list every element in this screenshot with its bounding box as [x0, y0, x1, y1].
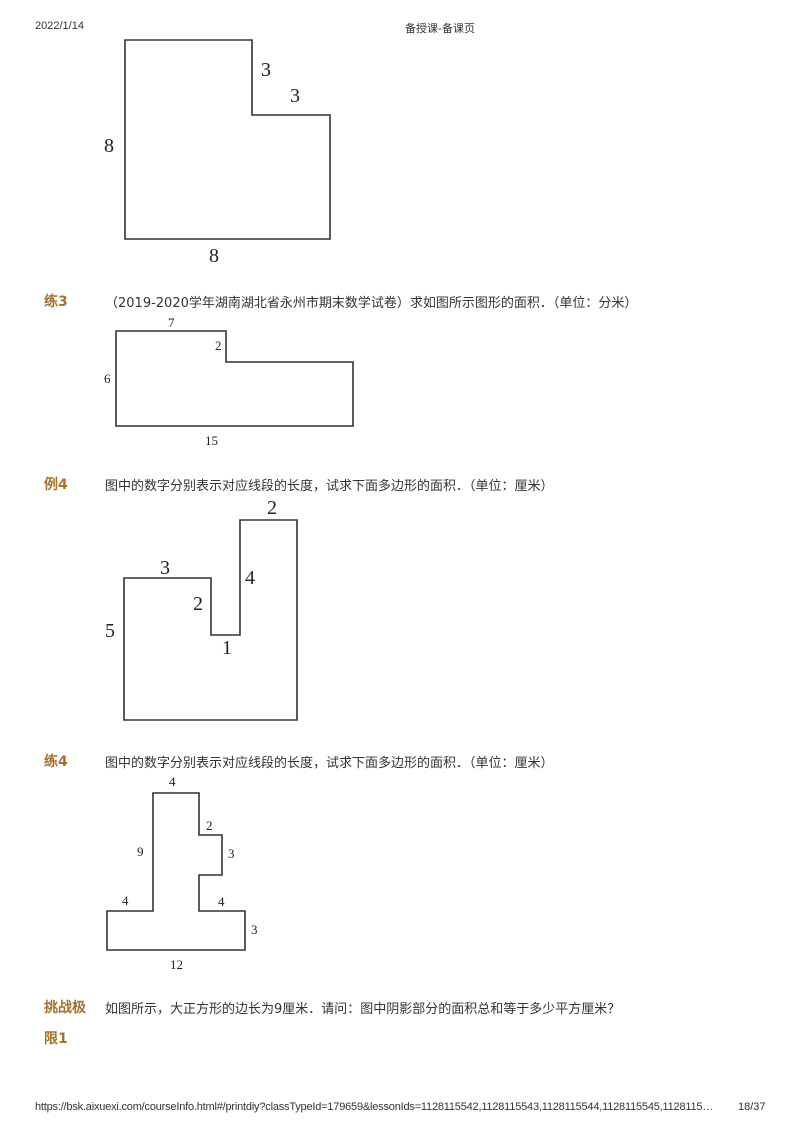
label-base-left: 4 — [122, 893, 129, 908]
label-stem: 9 — [137, 844, 144, 859]
challenge-tag: 挑战极 — [44, 1000, 86, 1016]
example4-tag: 例4 — [44, 477, 68, 493]
footer-page-number: 18/37 — [738, 1101, 766, 1113]
label-bottom: 15 — [205, 433, 218, 448]
label-base-side: 3 — [251, 922, 258, 937]
label-notch-vertical: 3 — [261, 59, 271, 81]
label-left: 8 — [104, 135, 114, 157]
label-left: 5 — [105, 620, 115, 642]
label-base-right: 4 — [218, 894, 225, 909]
header-title: 备授课-备课页 — [405, 22, 475, 35]
label-tab-side: 3 — [228, 846, 235, 861]
figure-l-shape: 8 8 3 3 — [104, 39, 331, 267]
label-inner-bottom: 1 — [222, 637, 232, 659]
example4-question: 图中的数字分别表示对应线段的长度，试求下面多边形的面积．（单位：厘米） — [105, 479, 554, 494]
label-bottom: 8 — [209, 245, 219, 267]
figure-example4: 3 5 2 1 4 2 — [105, 497, 298, 721]
label-inner-drop: 2 — [193, 593, 203, 615]
practice4-question: 图中的数字分别表示对应线段的长度，试求下面多边形的面积．（单位：厘米） — [105, 756, 554, 771]
label-left: 6 — [104, 371, 111, 386]
practice3-question: （2019-2020学年湖南湖北省永州市期末数学试卷）求如图所示图形的面积．（单… — [105, 296, 638, 311]
label-right-top: 2 — [267, 497, 277, 519]
label-top: 4 — [169, 774, 176, 789]
challenge-tag-limit: 限1 — [44, 1031, 68, 1047]
label-tab-top: 2 — [206, 818, 213, 833]
label-step: 2 — [215, 338, 222, 353]
label-right-rise: 4 — [245, 567, 255, 589]
figure-practice4: 4 9 2 3 4 4 3 12 — [106, 774, 258, 972]
figure-practice3: 7 2 6 15 — [104, 315, 354, 448]
footer-url: https://bsk.aixuexi.com/courseInfo.html#… — [35, 1101, 714, 1113]
label-left-top: 3 — [160, 557, 170, 579]
challenge-question: 如图所示，大正方形的边长为9厘米．请问：图中阴影部分的面积总和等于多少平方厘米？ — [105, 1002, 621, 1017]
practice4-tag: 练4 — [44, 754, 68, 770]
practice3-tag: 练3 — [44, 294, 68, 310]
label-top: 7 — [168, 315, 175, 330]
header-date: 2022/1/14 — [35, 20, 84, 32]
label-notch-horizontal: 3 — [290, 85, 300, 107]
label-bottom: 12 — [170, 957, 183, 972]
